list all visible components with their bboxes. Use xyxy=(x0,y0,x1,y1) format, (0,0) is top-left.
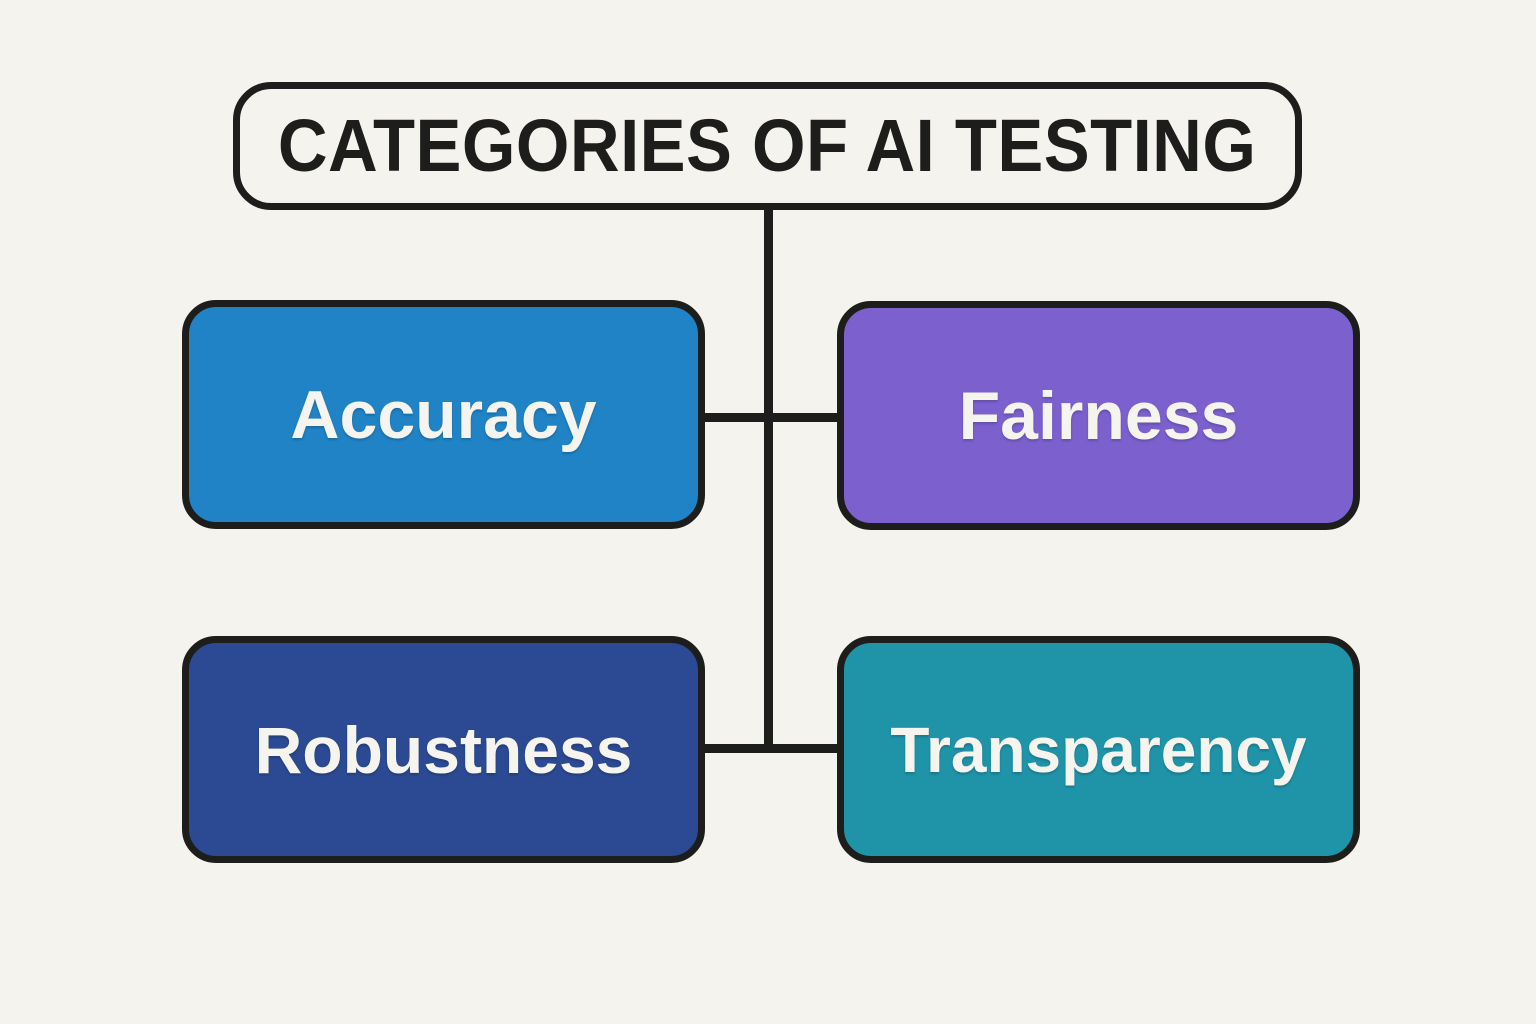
diagram-title: CATEGORIES OF AI TESTING xyxy=(278,104,1257,187)
connector-accuracy-to-fairness xyxy=(698,413,844,422)
category-label-transparency: Transparency xyxy=(890,713,1307,786)
category-label-accuracy: Accuracy xyxy=(290,376,597,453)
connector-trunk-vertical xyxy=(764,205,773,753)
category-node-fairness[interactable]: Fairness xyxy=(837,301,1360,530)
diagram-title-box: CATEGORIES OF AI TESTING xyxy=(233,82,1302,210)
category-node-accuracy[interactable]: Accuracy xyxy=(182,300,705,529)
category-label-fairness: Fairness xyxy=(958,377,1239,454)
category-node-transparency[interactable]: Transparency xyxy=(837,636,1360,863)
connector-robustness-to-transparency xyxy=(698,744,844,753)
category-label-robustness: Robustness xyxy=(254,712,633,787)
category-node-robustness[interactable]: Robustness xyxy=(182,636,705,863)
